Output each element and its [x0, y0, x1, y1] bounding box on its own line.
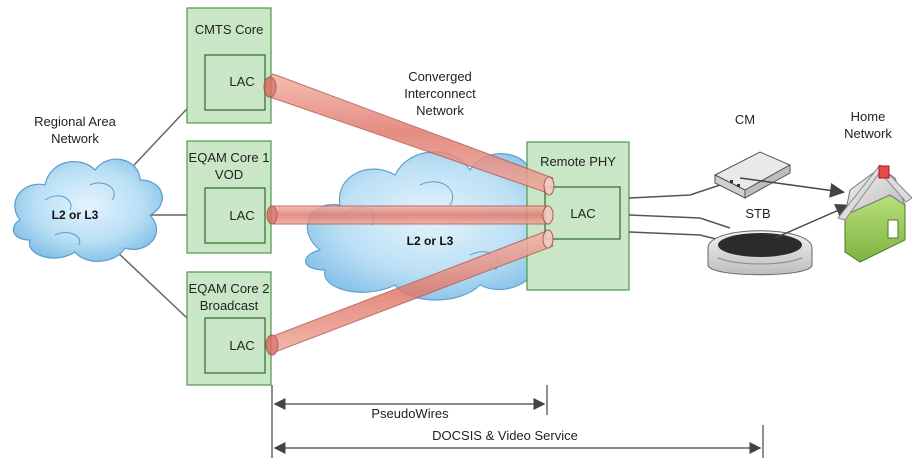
cmts-core-box: CMTS Core LAC [186, 7, 272, 124]
cm-to-home-arrow [739, 177, 845, 198]
remote-phy-lac-box [544, 186, 621, 240]
span-markers [271, 385, 764, 458]
eqam2-lac-box [204, 317, 266, 374]
cmts-lac-box [204, 54, 266, 111]
interconnect-label-3: Network [416, 103, 464, 118]
stb-label: STB [745, 206, 770, 221]
interconnect-cloud-label: L2 or L3 [407, 234, 454, 248]
stb-device-icon [707, 230, 813, 276]
stb-to-home-arrow [774, 203, 851, 239]
eqam-core-2-box: EQAM Core 2 Broadcast LAC [186, 271, 272, 386]
regional-label-1: Regional Area [34, 114, 116, 129]
cmts-core-title: CMTS Core [195, 22, 264, 37]
tunnel-eqam2 [265, 229, 554, 356]
pseudowire-tunnels [263, 73, 555, 356]
regional-label-2: Network [51, 131, 99, 146]
cmts-lac-label: LAC [229, 74, 254, 89]
docsis-label: DOCSIS & Video Service [432, 428, 578, 443]
cm-label: CM [735, 112, 755, 127]
tunnel-cmts [263, 73, 555, 196]
interconnect-label-2: Interconnect [404, 86, 476, 101]
eqam2-title-2: Broadcast [200, 298, 259, 313]
eqam2-title-1: EQAM Core 2 [189, 281, 270, 296]
interconnect-label-1: Converged [408, 69, 472, 84]
home-label-2: Network [844, 126, 892, 141]
pseudowires-label: PseudoWires [371, 406, 449, 421]
home-arrows [739, 177, 851, 239]
link-to-stb [628, 214, 731, 229]
remote-phy-title: Remote PHY [540, 154, 616, 169]
regional-cloud [12, 158, 163, 262]
remote-phy-lac-label: LAC [570, 206, 595, 221]
eqam2-lac-label: LAC [229, 338, 254, 353]
eqam1-lac-box [204, 187, 266, 244]
link-to-stb-2 [628, 231, 721, 241]
device-links [628, 179, 736, 241]
home-label-1: Home [851, 109, 886, 124]
regional-cloud-label: L2 or L3 [52, 208, 99, 222]
eqam1-lac-label: LAC [229, 208, 254, 223]
eqam-core-1-box: EQAM Core 1 VOD LAC [186, 140, 272, 254]
home-icon [837, 164, 912, 263]
tunnel-eqam1 [266, 205, 554, 225]
cm-device-icon [713, 151, 792, 199]
eqam1-title-2: VOD [215, 167, 243, 182]
eqam1-title-1: EQAM Core 1 [189, 150, 270, 165]
